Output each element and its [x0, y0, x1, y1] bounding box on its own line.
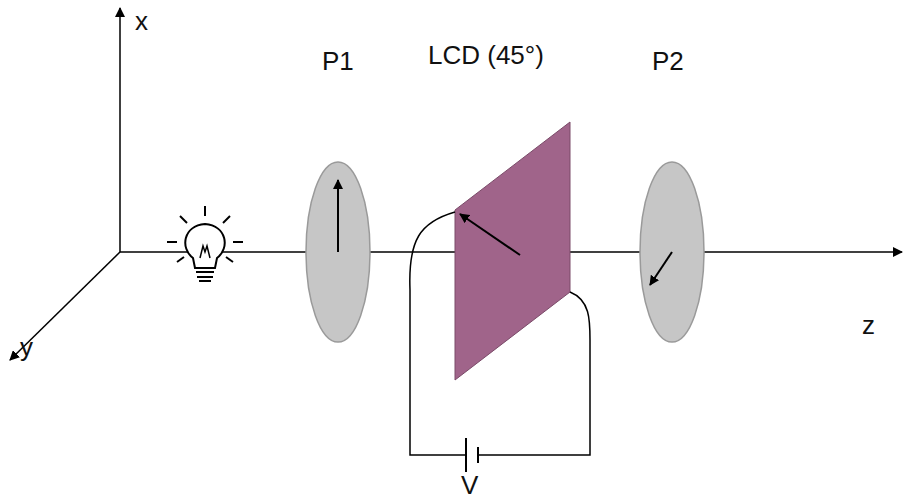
- wire: [410, 212, 466, 455]
- polarization-arrow: [650, 252, 672, 285]
- part-label: P1: [322, 48, 354, 74]
- part-label: P2: [652, 48, 684, 74]
- axis-label: y: [20, 334, 33, 360]
- axis-label: x: [135, 8, 148, 34]
- battery-symbol: [477, 447, 479, 463]
- polarizer-p1: [306, 162, 370, 342]
- lcd-panel: [455, 122, 570, 380]
- lcd-axis-arrow: [460, 214, 520, 255]
- polarization-arrow: [337, 180, 339, 252]
- y-axis: [10, 252, 120, 360]
- battery-symbol: [465, 438, 467, 472]
- light-bulb: [167, 206, 243, 281]
- x-axis: [119, 8, 121, 252]
- voltage-label: V: [461, 472, 478, 498]
- wire: [478, 292, 590, 455]
- polarizer-p2: [640, 162, 704, 342]
- part-label: LCD (45°): [428, 42, 544, 68]
- axis-label: z: [862, 312, 875, 338]
